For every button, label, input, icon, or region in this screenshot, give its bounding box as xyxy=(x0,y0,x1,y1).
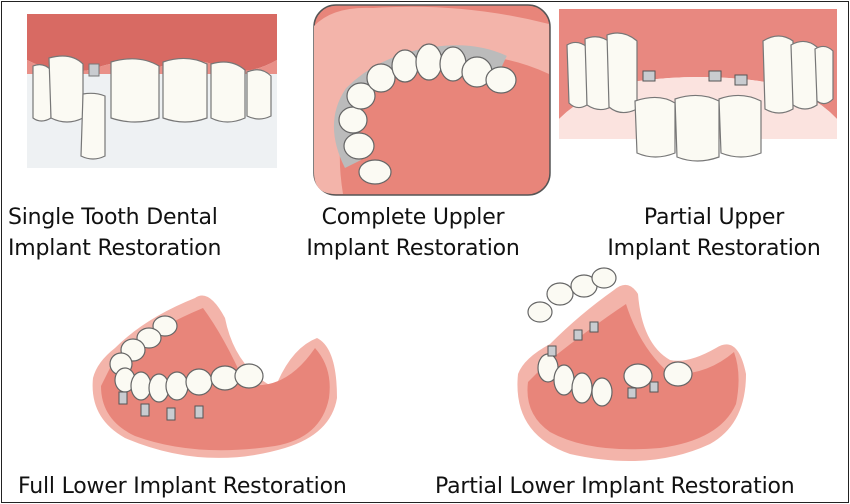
caption-single-tooth-line1: Single Tooth Dental xyxy=(8,205,218,230)
caption-full-lower: Full Lower Implant Restoration xyxy=(18,471,347,502)
full-lower-illustration xyxy=(92,295,337,458)
caption-partial-lower-line1: Partial Lower Implant Restoration xyxy=(435,474,795,499)
complete-upper-illustration xyxy=(313,4,551,196)
caption-complete-upper-line2: Implant Restoration xyxy=(306,236,520,261)
caption-full-lower-line1: Full Lower Implant Restoration xyxy=(18,474,347,499)
single-tooth-illustration xyxy=(27,14,277,168)
caption-partial-upper-line1: Partial Upper xyxy=(643,205,785,230)
caption-partial-lower: Partial Lower Implant Restoration xyxy=(435,471,795,502)
caption-partial-upper: Partial Upper Implant Restoration xyxy=(601,202,827,264)
caption-partial-upper-line2: Implant Restoration xyxy=(607,236,821,261)
caption-complete-upper: Complete Uppler Implant Restoration xyxy=(300,202,526,264)
caption-single-tooth: Single Tooth Dental Implant Restoration xyxy=(8,202,221,264)
partial-lower-illustration xyxy=(517,267,746,462)
partial-upper-illustration xyxy=(559,9,837,171)
caption-single-tooth-line2: Implant Restoration xyxy=(8,236,222,261)
caption-complete-upper-line1: Complete Uppler xyxy=(321,205,505,230)
